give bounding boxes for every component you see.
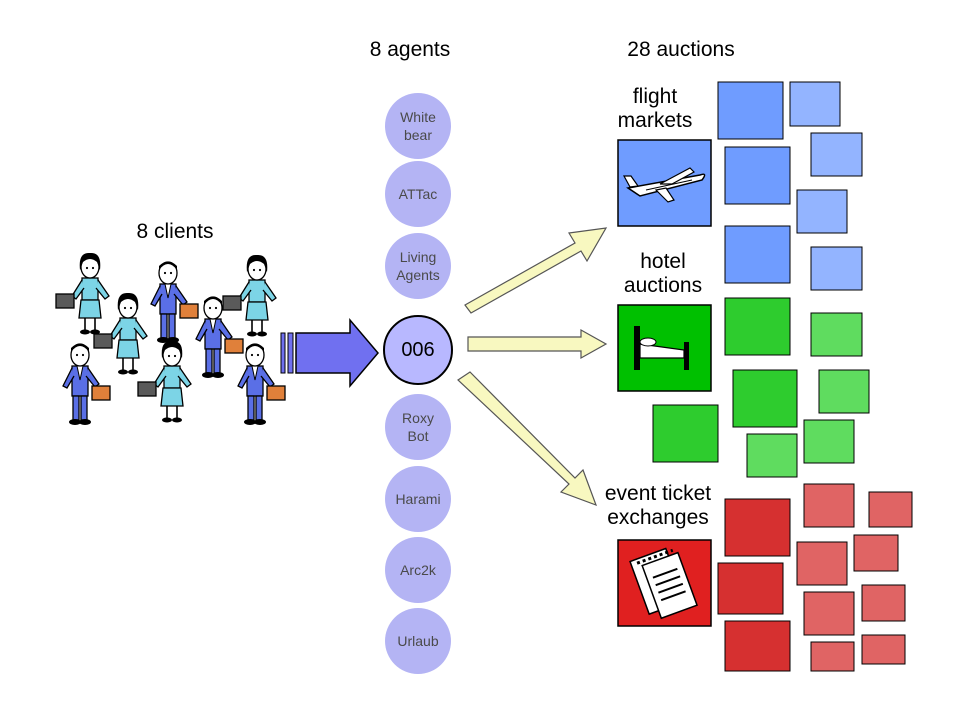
hotel-auctions — [652, 297, 870, 478]
auctions-count-label: 28 auctions — [627, 38, 735, 61]
hotel-auctions-label: hotel auctions — [623, 250, 703, 297]
tickets-icon — [617, 539, 712, 627]
agent-label: 006 — [401, 339, 435, 361]
client-figure-icon — [237, 342, 286, 426]
flight-markets-label: flight markets — [617, 85, 693, 132]
client-figure-icon — [93, 292, 148, 376]
client-figure-icon — [150, 260, 199, 344]
airplane-icon — [617, 139, 712, 227]
clients-to-agents-arrow — [280, 317, 379, 389]
client-figure-icon — [55, 252, 110, 336]
agent-label: ATTac — [398, 186, 438, 202]
agent-roxybot: Roxy Bot — [385, 394, 451, 460]
agent-attac: ATTac — [385, 161, 451, 227]
market-arrows — [457, 227, 608, 507]
agent-harami: Harami — [385, 466, 451, 532]
agent-label: White bear — [400, 109, 436, 143]
client-figure-icon — [137, 340, 192, 424]
agent-livingagents: Living Agents — [385, 233, 451, 299]
clients-count-label: 8 clients — [136, 220, 214, 243]
client-figure-icon — [62, 342, 111, 426]
agent-label: Harami — [395, 491, 441, 507]
flight-auctions — [717, 81, 863, 291]
agent-label: Living Agents — [396, 249, 440, 283]
event-exchanges-label: event ticket exchanges — [604, 482, 712, 529]
clients-group — [55, 252, 286, 426]
agent-label: Arc2k — [400, 562, 436, 578]
agent-label: Roxy Bot — [402, 410, 434, 444]
bed-icon — [617, 304, 712, 392]
agent-006: 006 — [383, 315, 453, 385]
client-figure-icon — [222, 254, 277, 338]
agents-count-label: 8 agents — [369, 38, 451, 61]
agent-urlaub: Urlaub — [385, 608, 451, 674]
agent-whitebear: White bear — [385, 93, 451, 159]
event-exchanges — [717, 483, 913, 672]
agent-label: Urlaub — [397, 633, 439, 649]
agent-arc2k: Arc2k — [385, 537, 451, 603]
